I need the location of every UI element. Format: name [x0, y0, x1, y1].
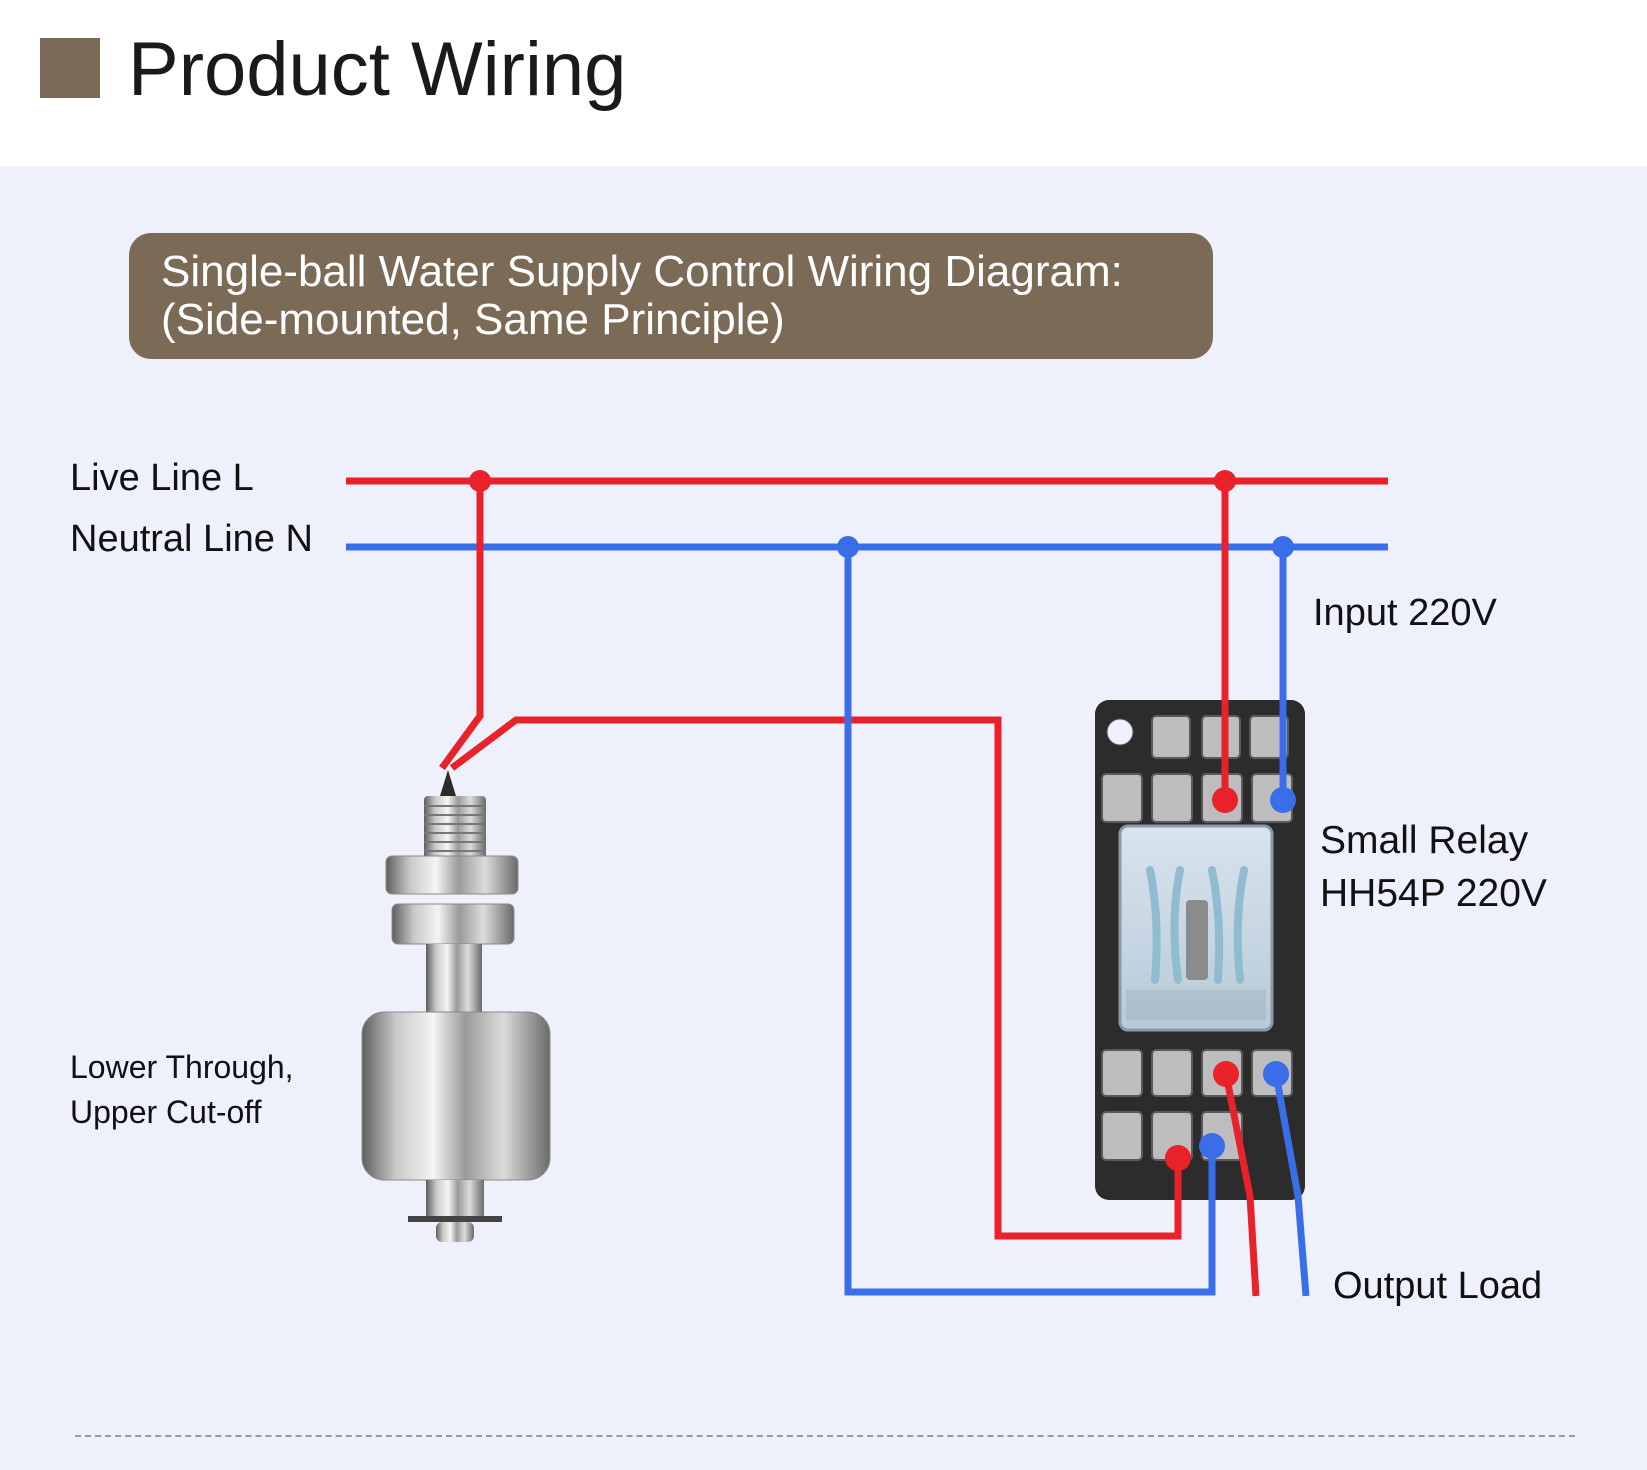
float-switch-label-line-1: Lower Through,: [70, 1049, 294, 1085]
switch-to-relay-wire: [449, 716, 1182, 1240]
terminal-dot: [1270, 787, 1296, 813]
banner-line-1: Single-ball Water Supply Control Wiring …: [161, 247, 1123, 296]
live-to-switch-wire: [439, 481, 484, 771]
input-label: Input 220V: [1313, 592, 1497, 634]
relay-icon: [1095, 700, 1305, 1200]
header-square-icon: [40, 38, 100, 98]
float-switch-label-line-2: Upper Cut-off: [70, 1094, 262, 1130]
dashed-divider: [75, 1435, 1575, 1437]
junction-dot: [1272, 536, 1294, 558]
output-live-wire: [1222, 1073, 1260, 1297]
diagram-banner: Single-ball Water Supply Control Wiring …: [129, 233, 1213, 359]
neutral-to-relay-wire: [844, 547, 1216, 1296]
neutral-line-label: Neutral Line N: [70, 518, 313, 560]
float-switch-icon: [361, 770, 551, 1242]
junction-dot: [469, 470, 491, 492]
junction-dot: [1214, 470, 1236, 492]
banner-line-2: (Side-mounted, Same Principle): [161, 295, 785, 344]
terminal-dot: [1263, 1061, 1289, 1087]
header: Product Wiring: [0, 0, 1647, 166]
terminal-dot: [1212, 787, 1238, 813]
junction-dot: [837, 536, 859, 558]
live-line-label: Live Line L: [70, 457, 254, 499]
terminal-dot: [1199, 1133, 1225, 1159]
output-neutral-wire: [1272, 1073, 1310, 1297]
terminal-dot: [1165, 1145, 1191, 1171]
relay-label-line-1: Small Relay: [1320, 819, 1529, 862]
diagram-panel: [0, 166, 1647, 1470]
terminal-dot: [1213, 1061, 1239, 1087]
page-title: Product Wiring: [128, 27, 627, 112]
output-load-label: Output Load: [1333, 1265, 1543, 1307]
relay-label-line-2: HH54P 220V: [1320, 872, 1547, 915]
